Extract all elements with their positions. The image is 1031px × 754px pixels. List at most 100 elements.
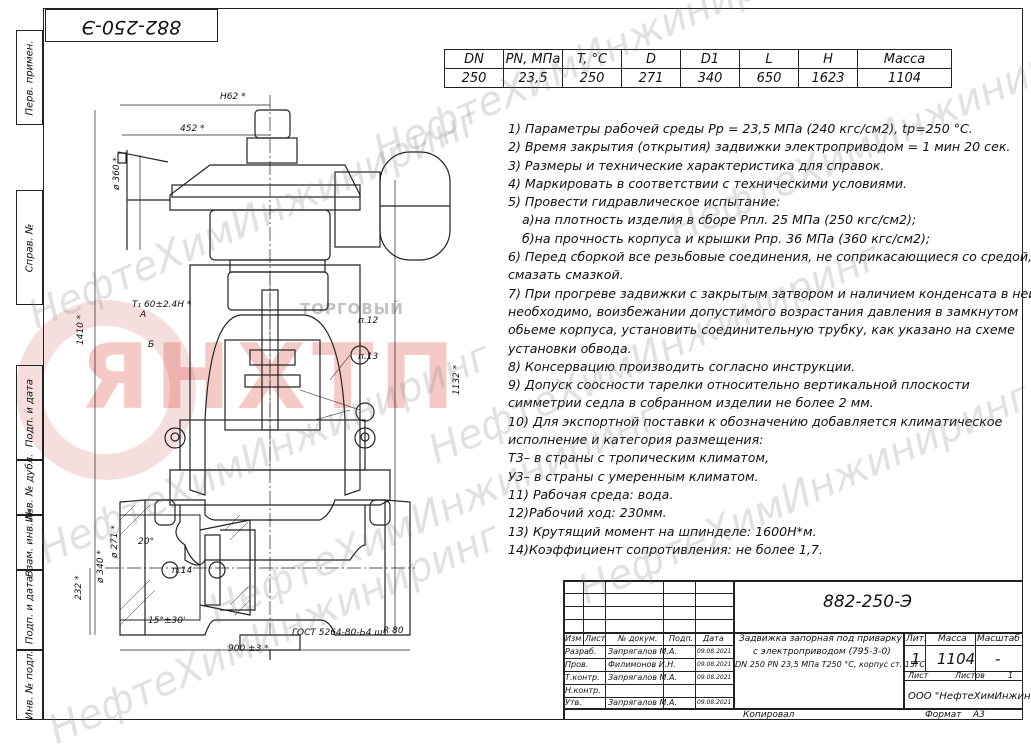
note-line: симметрии седла в собранном изделии не б…	[508, 395, 874, 411]
note-ref-14: п.14	[172, 566, 193, 576]
note-line: установки обвода.	[508, 340, 632, 356]
tb-hdr: Подп.	[669, 634, 694, 643]
strip-cell: Справ. №	[16, 190, 43, 305]
section-b: Б	[148, 340, 155, 350]
dim-r80: R 80	[383, 626, 404, 636]
note-ref-12: п.12	[358, 316, 379, 326]
param-value: 250	[562, 68, 622, 88]
param-header: Масса	[857, 49, 952, 69]
param-value: 271	[621, 68, 681, 88]
tb-date: 09.08.2021	[697, 674, 732, 681]
dim-15: 15°±30'	[148, 616, 186, 626]
tb-date: 09.08.2021	[697, 648, 732, 655]
note-line: 13) Крутящий момент на шпинделе: 1600Н*м…	[508, 523, 817, 539]
note-line: 7) При прогреве задвижки с закрытым затв…	[508, 285, 1031, 301]
tb-format: Формат	[925, 710, 962, 720]
strip-cell: Взам. инв. №	[16, 509, 43, 576]
tb-format-value: А3	[973, 710, 985, 720]
strip-cell: Перв. примен.	[16, 30, 43, 125]
strip-cell: Подп. и дата	[16, 365, 43, 460]
param-header: DN	[444, 49, 504, 69]
param-value: 1104	[857, 68, 952, 88]
note-line: 4) Маркировать в соответствии с техничес…	[508, 175, 908, 191]
note-line: 14)Коэффициент сопротивления: не более 1…	[508, 541, 823, 557]
params-table: DN PN, МПа T, °C D D1 L H Масса 250 23,5…	[444, 49, 952, 88]
note-line: У3– в страны с умеренным климатом.	[508, 468, 759, 484]
strip-cell: Инв. № подл.	[16, 650, 43, 720]
param-value: 340	[680, 68, 740, 88]
note-line: смазать смазкой.	[508, 267, 624, 283]
note-line: а)на плотность изделия в сборе Рпл. 25 М…	[522, 212, 917, 228]
valve-drawing	[89, 95, 451, 660]
note-line: 9) Допуск соосности тарелки относительно…	[508, 377, 970, 393]
param-header: L	[739, 49, 799, 69]
strip-cell: Подп. и дата	[16, 570, 43, 650]
tb-lit-value: 1	[911, 650, 921, 668]
dim-452: 452 *	[180, 124, 205, 134]
tb-hdr: № докум.	[618, 634, 658, 643]
drawing-frame	[43, 8, 1023, 720]
param-header: H	[798, 49, 858, 69]
strip-label: Подп. и дата	[24, 575, 35, 645]
tb-role: Н.контр.	[565, 686, 601, 695]
note-line: исполнение и категория размещения:	[508, 432, 764, 448]
note-line: б)на прочность корпуса и крышки Рпр. 36 …	[522, 230, 931, 246]
dim-900: 900 ±3 *	[228, 644, 269, 654]
tb-hdr: Изм	[565, 634, 582, 643]
technical-notes: 1) Параметры рабочей среды Рр = 23,5 МПа…	[508, 120, 1031, 559]
dim-top: H62 *	[220, 92, 246, 102]
param-value: 23,5	[503, 68, 563, 88]
note-line: необходимо, воизбежании допустимого возр…	[508, 303, 1019, 319]
tb-org: ООО "НефтеХимИнжиниринг"	[908, 691, 1031, 702]
left-strip: Перв. примен. Справ. № Подп. и дата Инв.…	[16, 30, 43, 720]
note-line: 6) Перед сборкой все резьбовые соединени…	[508, 249, 1031, 265]
note-line: 1) Параметры рабочей среды Рр = 23,5 МПа…	[508, 121, 973, 136]
tb-lit-label: Лит.	[906, 634, 927, 644]
drawing-code-box: 882-250-Э	[45, 9, 218, 42]
note-line: обьеме корпуса, установить соединительну…	[508, 322, 1015, 338]
note-ref-13: п.13	[358, 352, 379, 362]
tb-massa-value: 1104	[937, 650, 976, 668]
dim-340: ø 340 *	[96, 550, 106, 583]
dim-360: ø 360 *	[112, 157, 122, 190]
note-line: Т3– в страны с тропическим климатом,	[508, 450, 769, 466]
note-line: 8) Консервацию производить согласно инст…	[508, 358, 856, 374]
torg-watermark: ТОРГОВЫЙ	[300, 300, 404, 318]
tb-date: 09.08.2021	[697, 699, 732, 706]
tb-person: Филимонов И.Н.	[608, 660, 676, 669]
tb-date: 09.08.2021	[697, 661, 732, 668]
note-line: 2) Время закрытия (открытия) задвижки эл…	[508, 139, 1011, 155]
tb-role: Разраб.	[565, 647, 597, 656]
note-line: 10) Для экспортной поставки к обозначени…	[508, 413, 1003, 429]
tb-name-line: с электроприводом (795-3-0)	[753, 647, 891, 657]
tb-name-line: Задвижка запорная под приварку	[739, 634, 902, 644]
tb-role: Т.контр.	[565, 673, 600, 682]
note-line: 12)Рабочий ход: 230мм.	[508, 505, 667, 521]
tb-role: Утв.	[565, 698, 582, 707]
strip-label: Перв. примен.	[24, 39, 35, 116]
title-block: 882-250-Э Задвижка запорная под приварку…	[563, 580, 1031, 720]
tb-list-label: Лист	[908, 671, 929, 680]
tb-listov-label: Листов	[955, 671, 985, 680]
tb-kopiroval: Копировал	[743, 710, 795, 720]
tb-listov-value: 1	[1008, 671, 1014, 680]
dim-232: 232 *	[74, 575, 84, 600]
param-value: 1623	[798, 68, 858, 88]
dim-20: 20°	[138, 537, 154, 547]
note-line: 3) Размеры и технические характеристика …	[508, 157, 885, 173]
brand-watermark: ЯНХТП	[80, 325, 461, 430]
section-a: А	[140, 310, 147, 320]
param-value: 650	[739, 68, 799, 88]
tb-designation: 882-250-Э	[823, 592, 913, 612]
tb-mashtab-value: -	[995, 650, 1001, 668]
tb-hdr: Лист	[585, 634, 606, 643]
tb-mashtab-label: Масштаб	[977, 634, 1020, 644]
tb-person: Запрягалов М.А.	[608, 698, 677, 707]
param-value: 250	[444, 68, 504, 88]
strip-label: Взам. инв. №	[24, 508, 35, 577]
strip-cell: Инв. № дубл.	[16, 453, 43, 522]
tb-name-line: DN 250 PN 23,5 МПа T250 °С, корпус ст. 1…	[735, 660, 926, 669]
dim-gost: ГОСТ 5264-80-Ь4 ш	[292, 628, 383, 638]
strip-label: Подп. и дата	[24, 378, 35, 447]
strip-label: Инв. № подл.	[24, 650, 35, 720]
